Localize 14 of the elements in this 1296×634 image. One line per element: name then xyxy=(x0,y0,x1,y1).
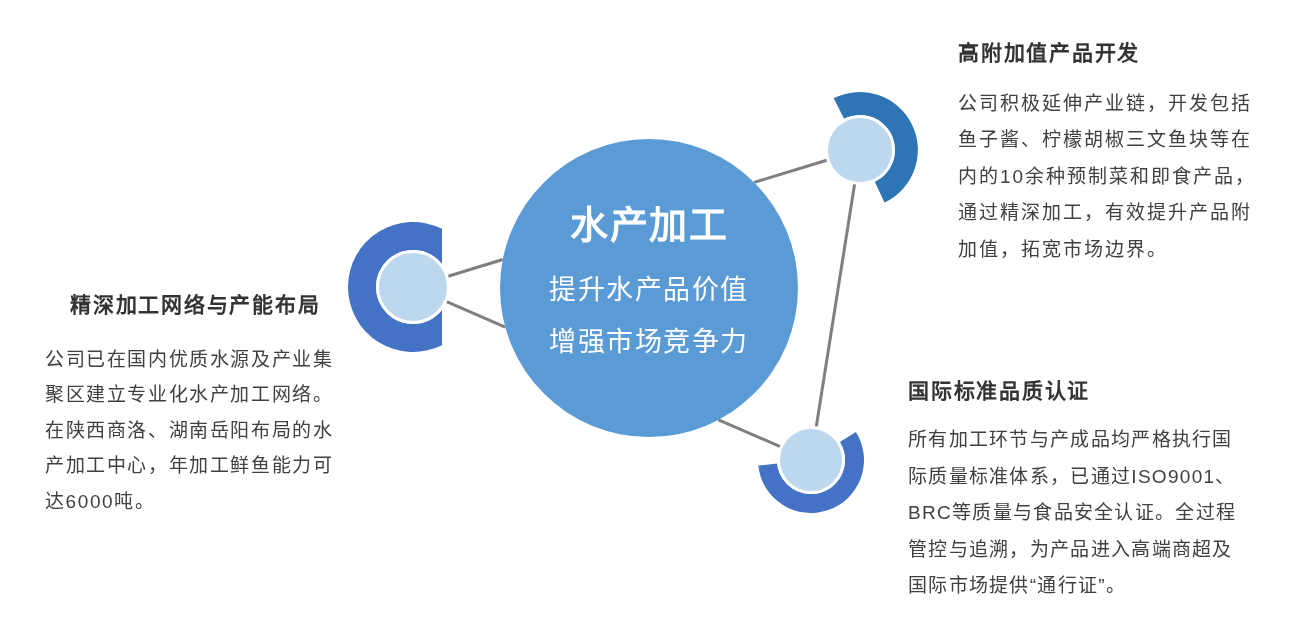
section-text: 所有加工环节与产成品均严格执行国际质量标准体系，已通过ISO9001、BRC等质量与食品安全认证。全过程管控与追溯，为产品进入高端商超及国际市场提供“通行证”。 xyxy=(908,428,1238,599)
connector-line xyxy=(814,183,857,428)
section-heading: 高附加值产品开发 xyxy=(958,40,1140,66)
connector-line xyxy=(717,418,782,449)
section-text: 公司已在国内优质水源及产业集聚区建立专业化水产加工网络。在陕西商洛、湖南岳阳布局的水产加工中心，年加工鲜鱼能力可达6000吨。 xyxy=(45,348,335,514)
section-heading: 精深加工网络与产能布局 xyxy=(70,292,321,318)
connector-line xyxy=(753,158,828,184)
section-heading: 国际标准品质认证 xyxy=(908,378,1090,404)
connector-line xyxy=(445,299,506,329)
hub-title: 水产加工 xyxy=(570,203,728,247)
hub-subtitle: 提升水产品价值 xyxy=(549,274,749,307)
connector-line xyxy=(446,258,504,278)
hub-subtitle: 增强市场竞争力 xyxy=(549,326,749,359)
section-text: 公司积极延伸产业链，开发包括鱼子酱、柠檬胡椒三文鱼块等在内的10余种预制菜和即食产品，通过精深加工，有效提升产品附加值，拓宽市场边界。 xyxy=(958,92,1258,262)
